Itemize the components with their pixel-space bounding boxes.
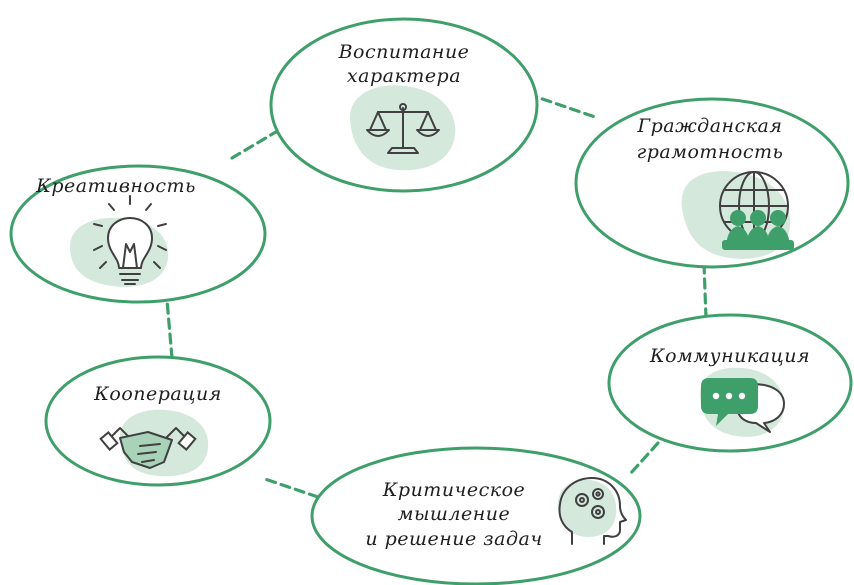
handshake-icon xyxy=(99,427,197,469)
scales-icon xyxy=(366,103,440,154)
node-civic-title-line1: Гражданская xyxy=(637,115,783,137)
node-cooperation: Кооперация xyxy=(44,355,272,487)
speech-bubbles-icon xyxy=(701,378,785,433)
node-cooperation-title: Кооперация xyxy=(93,383,222,405)
connector-character-civic xyxy=(526,92,600,120)
node-civic: Гражданская грамотность xyxy=(574,97,850,269)
connector-critical-cooperation xyxy=(260,476,320,499)
node-critical-title-line2: мышление xyxy=(398,503,511,525)
node-creativity: Креативность xyxy=(9,164,267,304)
node-character: Воспитание характера xyxy=(269,17,539,193)
node-creativity-title: Креативность xyxy=(35,175,196,197)
node-communication-title: Коммуникация xyxy=(649,345,810,367)
node-civic-title-line2: грамотность xyxy=(637,141,784,163)
lightbulb-icon xyxy=(93,195,167,285)
connector-civic-communication xyxy=(702,262,708,320)
node-critical-title-line3: и решение задач xyxy=(365,528,542,550)
node-character-title-line2: характера xyxy=(347,65,461,87)
node-critical-title-line1: Критическое xyxy=(382,479,526,501)
head-gears-icon xyxy=(558,477,627,545)
connector-cooperation-creativity xyxy=(165,298,174,360)
node-critical-ellipse xyxy=(310,446,642,585)
node-critical: Критическое мышление и решение задач xyxy=(310,446,642,585)
node-communication: Коммуникация xyxy=(607,313,853,453)
node-character-title-line1: Воспитание xyxy=(338,41,470,63)
connectors xyxy=(165,92,708,499)
globe-people-icon xyxy=(719,171,794,250)
node-critical-blob xyxy=(557,479,617,538)
